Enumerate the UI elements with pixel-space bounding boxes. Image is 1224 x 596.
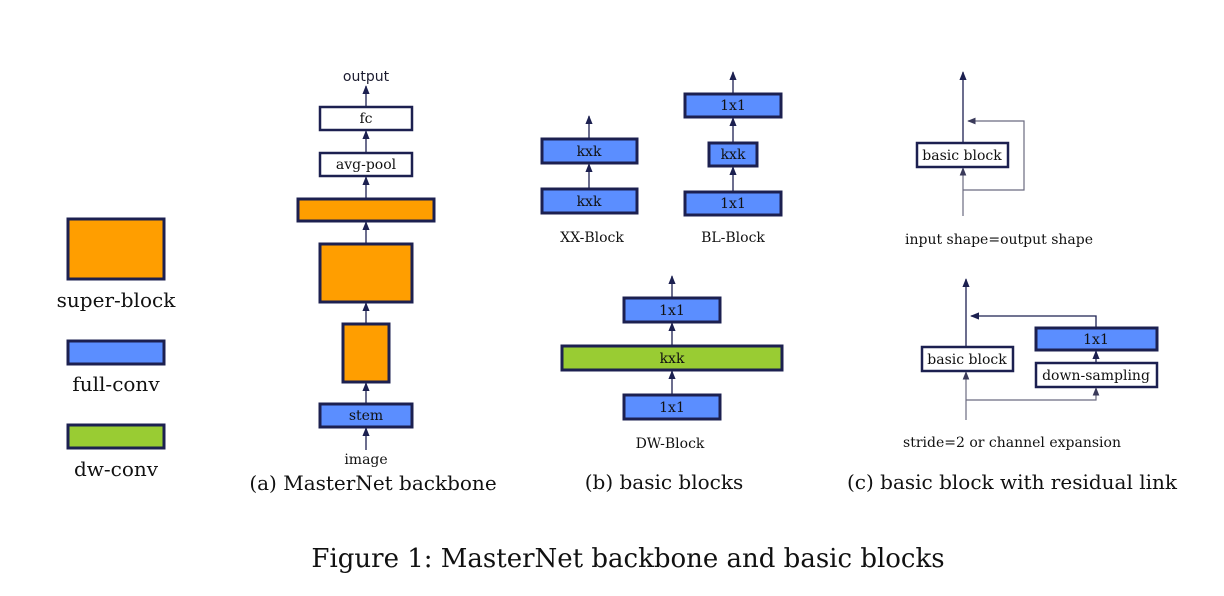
bl-block-middle-label: kxk [721,147,746,163]
bl-block-bottom-label: 1x1 [720,196,746,212]
bl-block-name: BL-Block [701,230,765,246]
residual-top-skip-link [963,117,1025,191]
residual-caption: (c) basic block with residual link [847,470,1178,494]
basic-blocks-caption: (b) basic blocks [585,470,744,494]
residual-top-basic-block [915,141,1010,169]
dw-block-name: DW-Block [636,436,705,452]
xx-block-top-label: kxk [577,144,602,160]
residual-bottom-basic-block [920,345,1015,373]
legend-super-block-swatch [66,217,166,281]
xx-block-top [540,137,639,165]
legend-super-block-label: super-block [57,288,177,312]
residual-bottom-note: stride=2 or channel expansion [903,435,1121,451]
legend-full-conv-label: full-conv [72,372,160,396]
legend-dw-conv-swatch [66,423,166,450]
bl-block-top [683,92,783,119]
basic-blocks-diagram: kxk kxk XX-Block 1x1 kxk 1x1 BL-Block 1x… [540,71,784,494]
backbone-stem-label: stem [349,408,383,424]
xx-block-bottom [540,187,639,215]
dw-block-bottom [622,393,722,421]
residual-down-sampling-block [1034,361,1159,389]
backbone-avg-pool-block [318,151,414,178]
backbone-output-label: output [343,69,390,85]
dw-block-top [622,296,722,324]
backbone-fc-label: fc [359,111,372,127]
residual-bottom-merge-link [970,312,1097,327]
dw-block-middle [560,344,784,372]
legend-full-conv-swatch [66,339,166,366]
backbone-diagram: output fc avg-pool stem image (a) Master… [249,69,496,495]
backbone-image-label: image [344,452,387,468]
legend: super-block full-conv dw-conv [57,217,177,481]
dw-block-top-label: 1x1 [659,303,685,319]
backbone-super-block-wide [296,197,436,223]
residual-conv-1x1-block [1034,326,1159,352]
backbone-caption: (a) MasterNet backbone [249,471,496,495]
bl-block-bottom [683,190,783,217]
dw-block-middle-label: kxk [660,351,685,367]
residual-top-basic-block-label: basic block [922,148,1002,164]
bl-block-top-label: 1x1 [720,98,746,114]
xx-block-bottom-label: kxk [577,194,602,210]
residual-bottom-skip-link [966,387,1100,401]
backbone-stem-block [318,402,414,429]
residual-down-sampling-label: down-sampling [1042,368,1150,384]
xx-block-name: XX-Block [560,230,624,246]
backbone-super-block-tall [341,322,391,384]
backbone-super-block-square [318,242,414,304]
dw-block-bottom-label: 1x1 [659,400,685,416]
backbone-fc-block [318,105,414,132]
residual-bottom-basic-block-label: basic block [927,352,1007,368]
legend-dw-conv-label: dw-conv [74,457,159,481]
residual-top-note: input shape=output shape [905,232,1093,248]
residual-diagram: basic block input shape=output shape bas… [847,71,1178,494]
figure-title: Figure 1: MasterNet backbone and basic b… [311,544,944,574]
bl-block-middle [707,141,759,168]
backbone-avg-pool-label: avg-pool [336,157,397,173]
residual-conv-1x1-label: 1x1 [1083,332,1109,348]
